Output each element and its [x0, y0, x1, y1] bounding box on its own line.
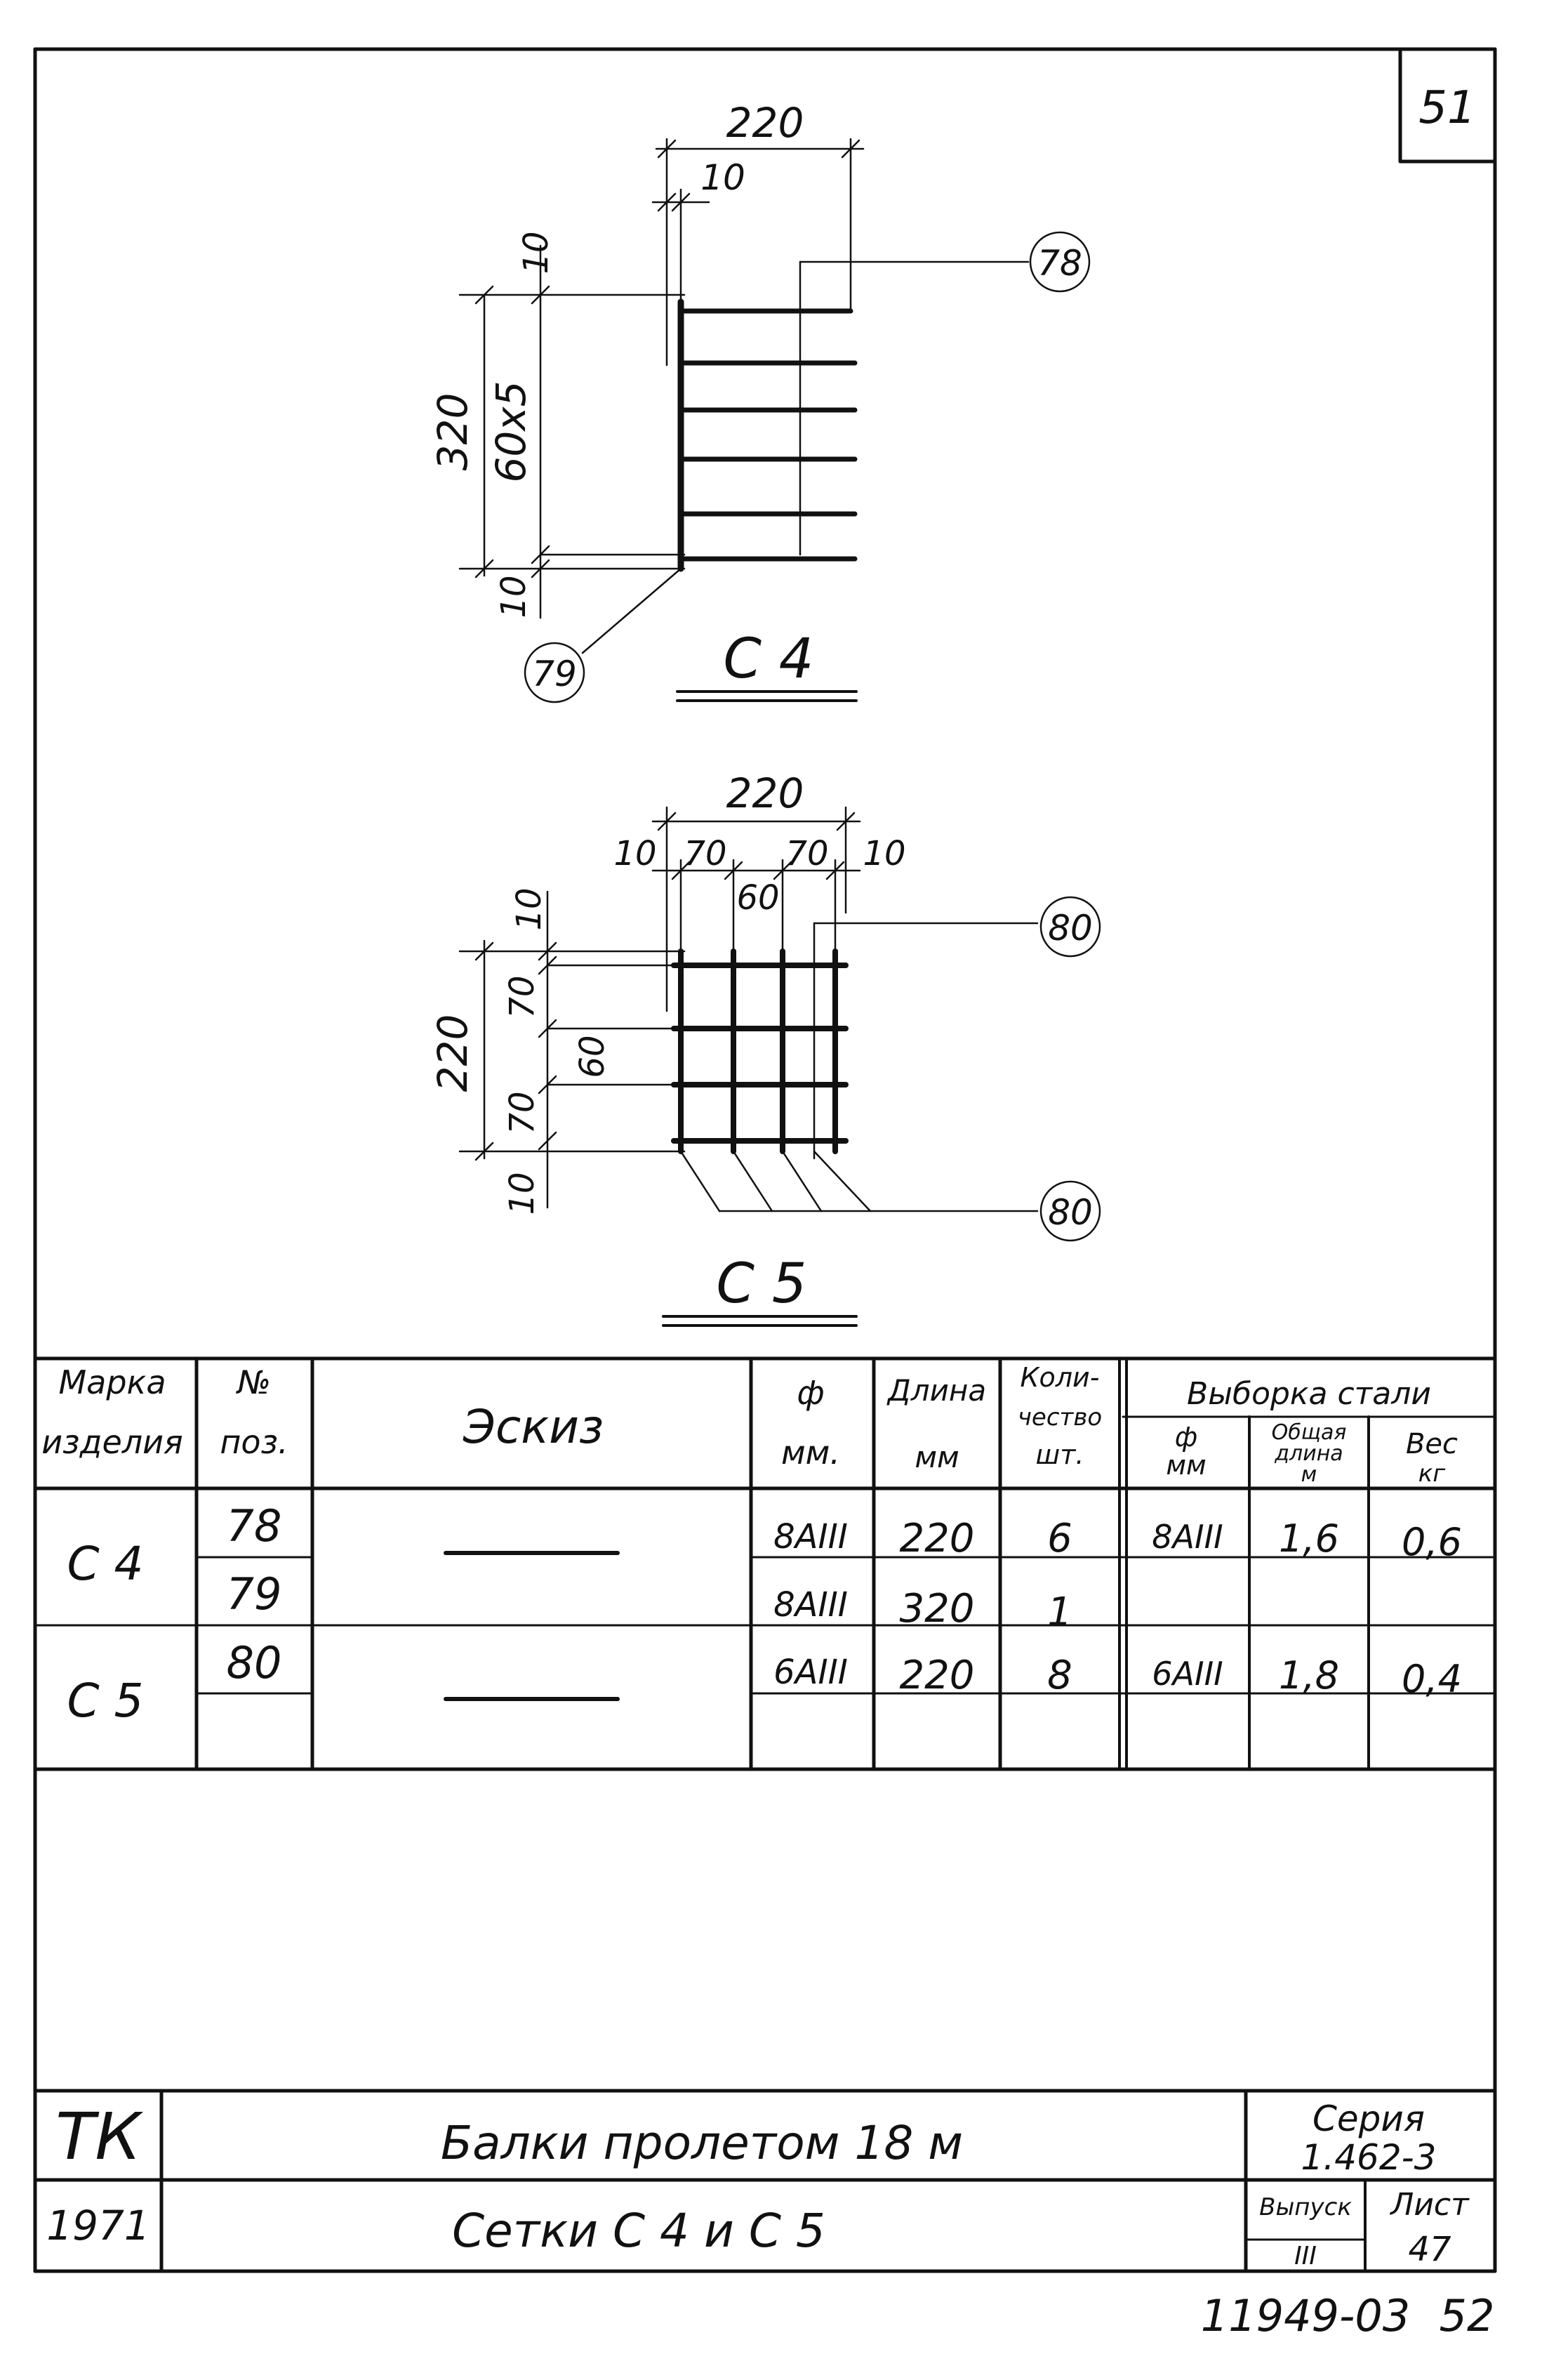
c5-dim-v-70a: 70 — [503, 975, 542, 1018]
table-cell-steel-wt: 0,4 — [1402, 1657, 1462, 1701]
th-steel-wt-2: кг — [1418, 1460, 1447, 1488]
table-cell-steel-wt: 0,6 — [1402, 1520, 1462, 1564]
c5-caption: С 5 — [717, 1252, 807, 1316]
sheet-label: Лист — [1389, 2187, 1470, 2223]
title-line-1: Балки пролетом 18 м — [441, 2116, 963, 2170]
table-cell-dia: 6АIII — [773, 1653, 848, 1692]
page-number: 51 — [1418, 82, 1475, 134]
title-block-grid — [33, 2089, 1497, 2273]
c5-vertical-bars — [678, 948, 838, 1154]
c5-dim-v-60: 60 — [573, 1035, 612, 1078]
table-cell-dia: 8АIII — [773, 1585, 848, 1625]
c5-dim-h-60: 60 — [736, 878, 779, 918]
c4-leader-78 — [799, 231, 1091, 556]
c5-leader-top-80 — [813, 896, 1101, 1160]
th-steel-len-1: Общая — [1272, 1420, 1347, 1445]
c4-dim-bottom: 10 — [494, 575, 533, 618]
th-steel: Выборка стали — [1187, 1376, 1431, 1412]
th-len-1: Длина — [886, 1373, 986, 1408]
year-label: 1971 — [46, 2202, 150, 2249]
table-cell-qty: 1 — [1047, 1589, 1072, 1635]
table-cell-len: 220 — [900, 1516, 975, 1561]
th-steel-len-2: длина — [1274, 1441, 1343, 1466]
drawing-c5 — [458, 806, 1101, 1327]
c5-dim-width: 220 — [726, 769, 804, 817]
c5-dim-v-top: 10 — [510, 887, 549, 930]
th-pos-1: № — [235, 1363, 271, 1401]
th-dia-1: ф — [797, 1374, 824, 1412]
c4-dim-top: 10 — [517, 231, 556, 274]
table-cell-len: 320 — [900, 1586, 975, 1632]
c4-callout-79: 79 — [532, 654, 577, 694]
drawing-c4 — [458, 138, 1091, 703]
series-value: 1.462-3 — [1301, 2137, 1437, 2178]
c4-dim-height: 320 — [429, 393, 477, 471]
c5-dim-h-70b: 70 — [785, 834, 828, 873]
spec-table-grid — [33, 1356, 1497, 1771]
footer-code: 11949-03 — [1201, 2290, 1411, 2341]
table-cell-len: 220 — [900, 1653, 975, 1698]
th-mark-2: изделия — [41, 1423, 182, 1461]
c5-leader-bottom-80 — [679, 1150, 1101, 1242]
c4-dim-220 — [651, 138, 865, 366]
th-steel-dia-1: ф — [1175, 1422, 1198, 1453]
c4-dim-offset: 10 — [700, 157, 745, 198]
c5-dim-v-bottom: 10 — [503, 1172, 542, 1215]
c4-leader-79 — [524, 567, 682, 703]
c4-caption: С 4 — [724, 628, 814, 691]
c4-bars-78 — [678, 308, 858, 562]
th-qty-1: Коли- — [1021, 1362, 1100, 1393]
title-line-2: Сетки С 4 и С 5 — [452, 2204, 825, 2258]
th-steel-wt-1: Вес — [1406, 1428, 1458, 1460]
sheet-value: 47 — [1408, 2230, 1451, 2269]
c4-dim-spacing: 60x5 — [487, 381, 535, 482]
c5-dim-vertical — [458, 890, 686, 1209]
table-cell-pos: 78 — [227, 1500, 282, 1552]
c5-dim-v-70b: 70 — [503, 1091, 542, 1134]
table-cell-dia: 8АIII — [773, 1517, 848, 1556]
sheet-frame — [33, 47, 1497, 2273]
th-steel-dia-2: мм — [1166, 1450, 1206, 1481]
c5-dim-h-70a: 70 — [684, 834, 726, 873]
c5-callout-bottom-80: 80 — [1048, 1192, 1093, 1233]
table-cell-steel-len: 1,6 — [1279, 1516, 1339, 1561]
table-cell-qty: 6 — [1047, 1516, 1072, 1561]
th-len-2: мм — [915, 1440, 959, 1474]
c4-dim-vertical — [458, 244, 686, 619]
th-qty-3: шт. — [1036, 1439, 1084, 1470]
th-dia-2: мм. — [781, 1434, 840, 1472]
c5-caption-underline — [662, 1315, 858, 1327]
th-mark-1: Марка — [58, 1363, 166, 1401]
table-cell-steel-dia: 6АIII — [1152, 1655, 1223, 1693]
org-label: ТК — [55, 2099, 143, 2174]
table-cell-steel-len: 1,8 — [1279, 1653, 1339, 1698]
c4-dim-width: 220 — [726, 99, 804, 147]
table-cell-pos: 79 — [227, 1568, 282, 1620]
table-cell-mark: С 4 — [67, 1537, 143, 1591]
table-cell-mark: С 5 — [67, 1674, 143, 1728]
c4-caption-underline — [676, 690, 858, 702]
c5-dim-h-right: 10 — [863, 834, 905, 873]
c5-horizontal-bars — [671, 963, 849, 1144]
footer-page: 52 — [1440, 2290, 1495, 2341]
c4-callout-78: 78 — [1037, 243, 1082, 284]
table-cell-pos: 80 — [227, 1637, 282, 1688]
issue-label: Выпуск — [1259, 2193, 1352, 2221]
table-cell-steel-dia: 8АIII — [1152, 1518, 1223, 1556]
th-pos-2: поз. — [220, 1423, 288, 1461]
th-qty-2: чество — [1018, 1403, 1102, 1432]
table-cell-qty: 8 — [1047, 1653, 1072, 1698]
c5-dim-top — [651, 806, 861, 1012]
series-label: Серия — [1312, 2098, 1425, 2139]
th-steel-len-3: м — [1301, 1462, 1317, 1487]
c5-callout-top-80: 80 — [1048, 908, 1093, 948]
c5-dim-height: 220 — [429, 1014, 477, 1092]
th-sketch: Эскиз — [463, 1400, 604, 1454]
c5-dim-h-left: 10 — [613, 834, 656, 873]
issue-value: III — [1294, 2242, 1317, 2270]
